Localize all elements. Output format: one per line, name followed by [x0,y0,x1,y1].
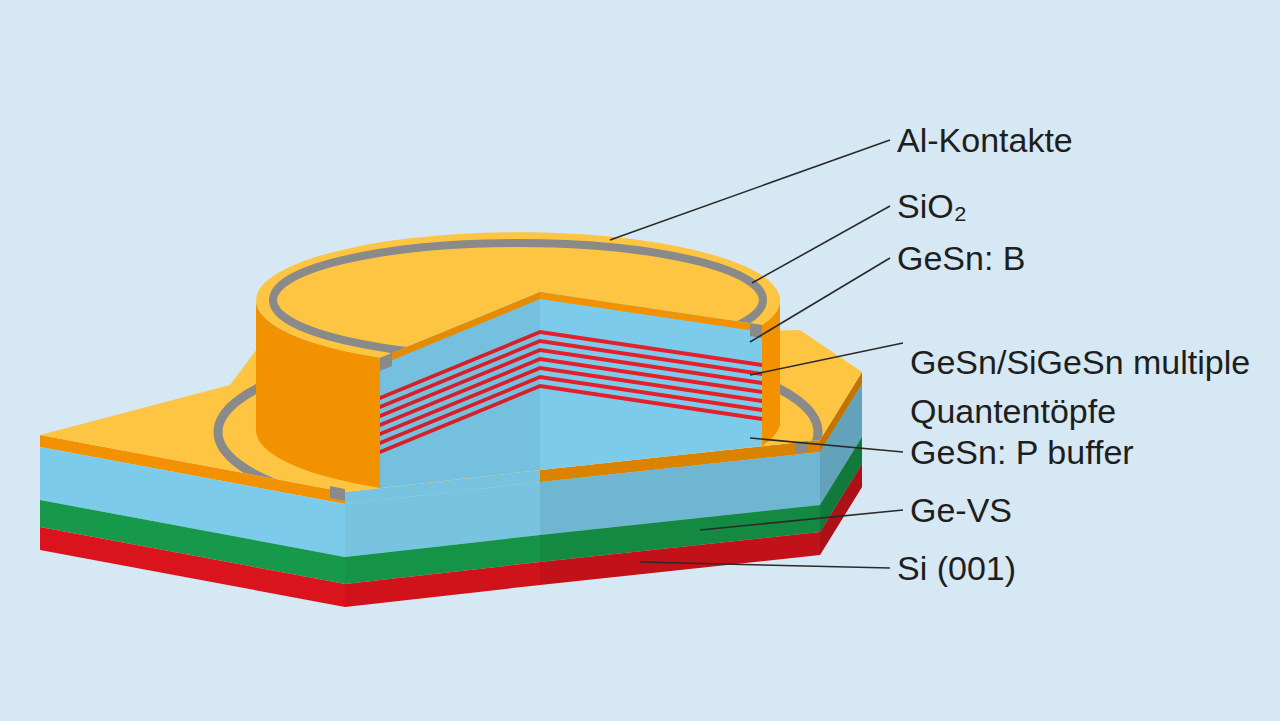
buffer-layer [380,292,540,488]
oxide-block [380,353,392,371]
leader-line [750,258,890,342]
leader-line [610,140,890,240]
face-shade [380,292,540,488]
contact-layer [540,292,762,332]
quantum-well [540,348,762,385]
layer-label: GeSn: B [897,238,1026,279]
layer-label: Ge-VS [910,490,1012,531]
buffer-layer [540,292,762,470]
leader-line [752,206,890,283]
leader-line [750,343,903,375]
quantum-well [540,357,762,394]
quantum-well [540,375,762,412]
device-body [40,232,862,607]
layer-label: Al-Kontakte [897,120,1073,161]
layer-label: SiO₂ [897,186,967,227]
layer-label: Si (001) [897,548,1016,589]
quantum-well [540,330,762,367]
quantum-well [540,366,762,403]
quantum-well [540,384,762,421]
leader-line [750,438,903,452]
leader-line [640,562,890,568]
base-layer [40,527,345,607]
leader-lines [610,140,903,568]
oxide-block [330,486,345,501]
leader-line [700,510,903,530]
layer-label: GeSn: P buffer [910,432,1134,473]
quantum-well [540,339,762,376]
layer-label: GeSn/SiGeSn multiple Quantentöpfe [910,318,1255,437]
face-shade [345,470,540,607]
